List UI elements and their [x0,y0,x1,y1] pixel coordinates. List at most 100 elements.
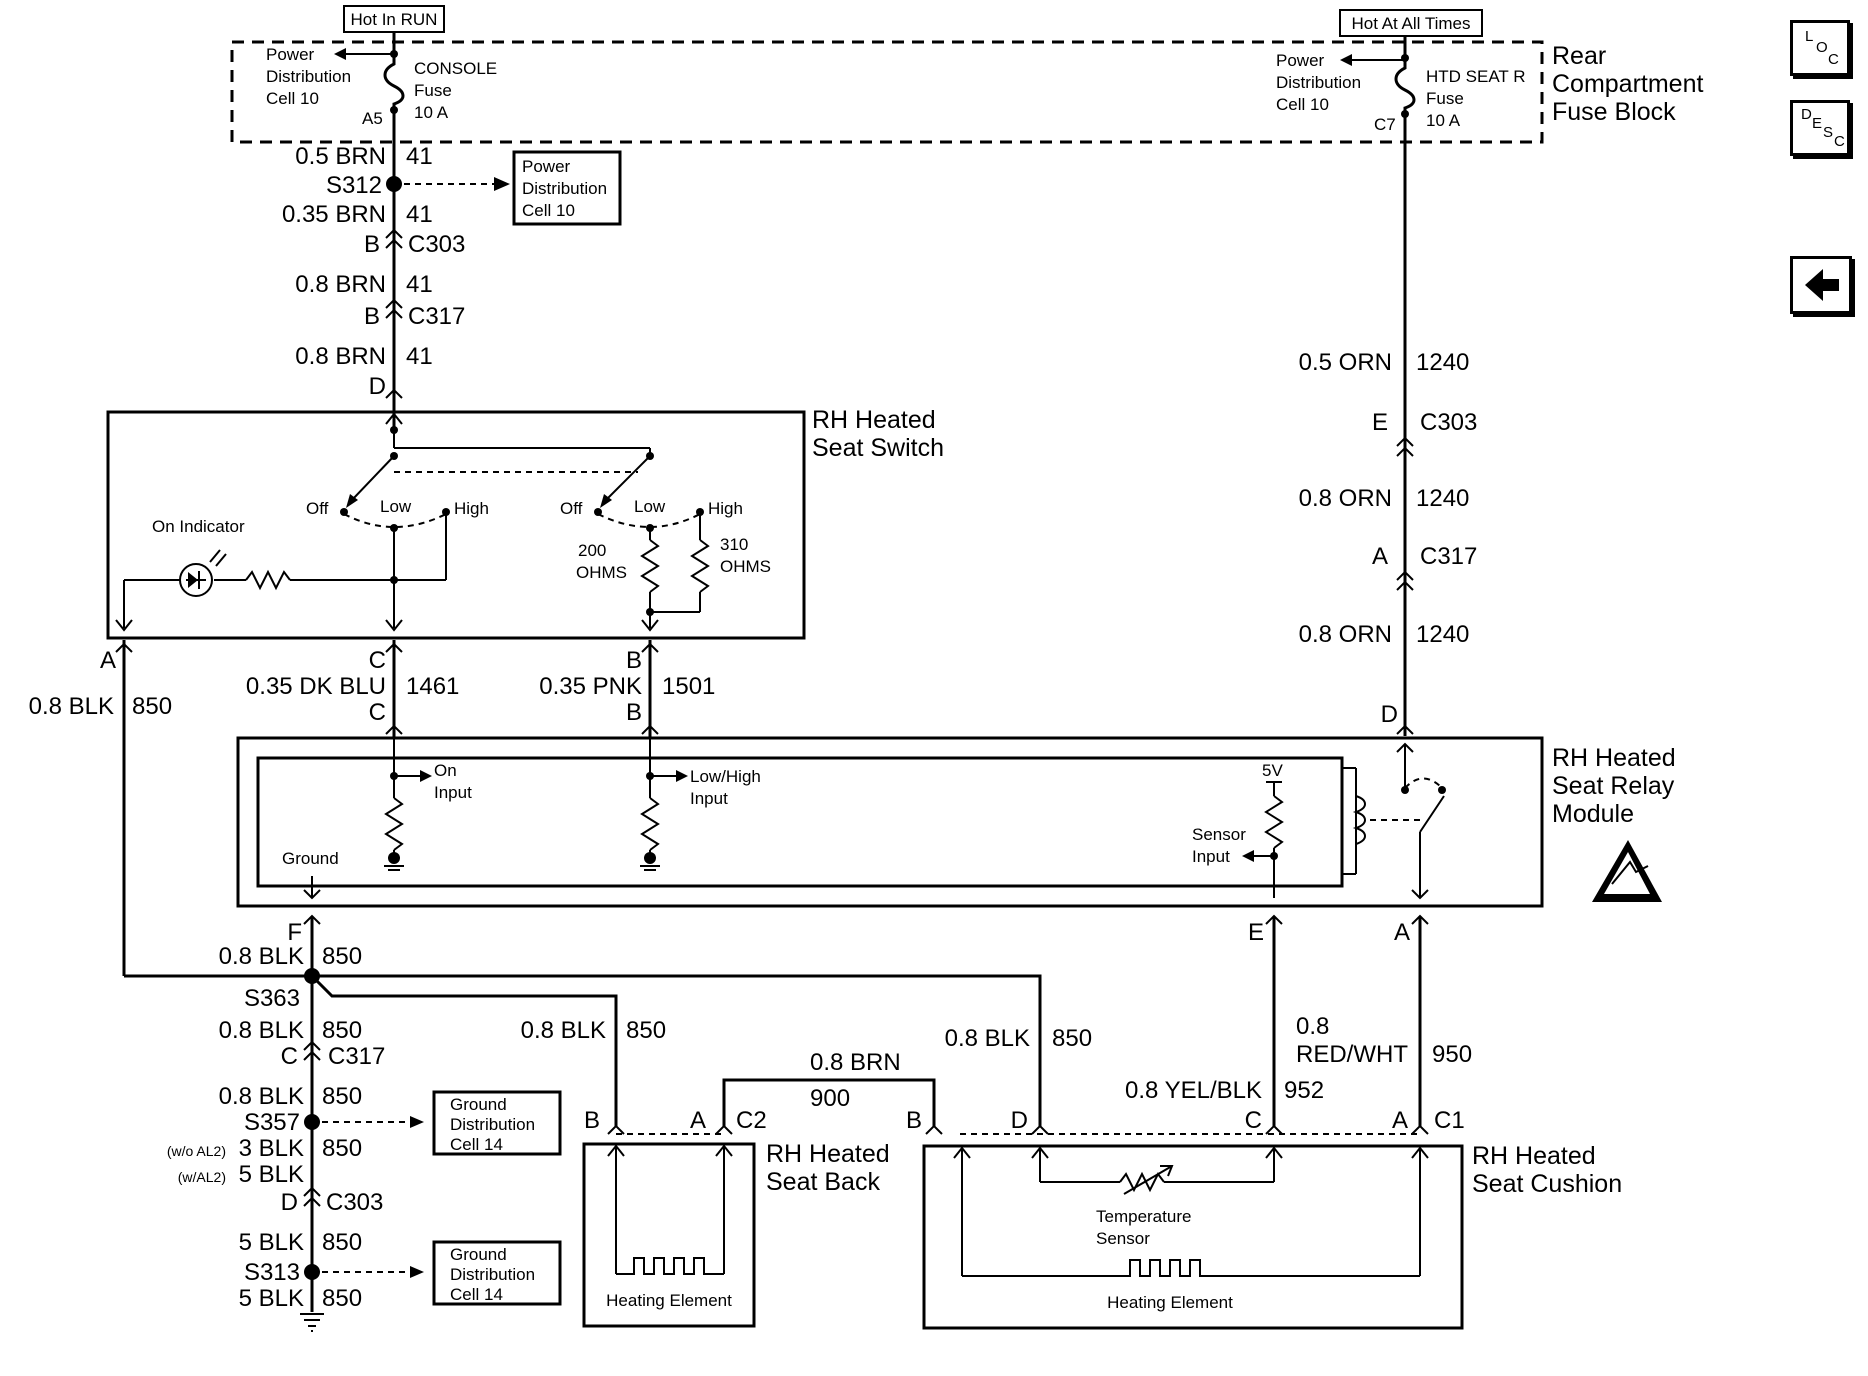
svg-text:Ground: Ground [450,1095,507,1114]
switch2-off-label: Off [560,499,583,518]
seatback-pin-b: B [584,1107,600,1134]
ground-gauge-3: 0.8 BLK [219,1083,304,1110]
switch-pin-c: C [369,647,386,674]
gd-cell14-label-2: Ground Distribution Cell 14 [450,1245,535,1304]
svg-text:CONSOLE: CONSOLE [414,59,497,78]
svg-text:200: 200 [578,541,606,560]
svg-text:Compartment: Compartment [1552,70,1703,98]
c303-pin-d: D [281,1189,298,1216]
hot-in-run-label: Hot In RUN [351,10,438,29]
s357-splice [304,1114,320,1130]
module-pin-a: A [1394,919,1410,946]
ground-circuit-4: 850 [322,1229,362,1256]
wire-41-circuit-1: 41 [406,143,433,170]
s363-label: S363 [244,985,300,1012]
cushion-pin-a: A [1392,1107,1408,1134]
svg-text:Seat Switch: Seat Switch [812,434,944,462]
s313-label: S313 [244,1259,300,1286]
wire-41-gauge-2: 0.35 BRN [282,201,386,228]
wire-950-circuit: 950 [1432,1041,1472,1068]
wire-900 [722,1078,936,1126]
c317-label-right: C317 [1420,543,1477,570]
relay-module-inner-box [256,756,1344,888]
ground-gauge-wo: 3 BLK [239,1135,304,1162]
seatback-blk-circuit: 850 [626,1017,666,1044]
desc-letter-d: D [1801,106,1812,123]
on-input-label: On Input [434,761,472,802]
sensor-input-label: Sensor Input [1192,825,1246,866]
ground-circuit-1: 850 [322,943,362,970]
gd-cell14-label-1: Ground Distribution Cell 14 [450,1095,535,1154]
c303-label-right: C303 [1420,409,1477,436]
cushion-blk-circuit: 850 [1052,1025,1092,1052]
svg-text:Sensor: Sensor [1192,825,1246,844]
desc-letter-e: E [1812,115,1823,132]
wire-1240-gauge-3: 0.8 ORN [1299,621,1392,648]
ground-gauge-1: 0.8 BLK [219,943,304,970]
pd-left-label: Power Distribution Cell 10 [266,45,351,108]
wire-41-circuit-2: 41 [406,201,433,228]
seatback-heating-element-icon [616,1257,724,1275]
ground-gauge-2: 0.8 BLK [219,1017,304,1044]
svg-text:10 A: 10 A [414,103,449,122]
svg-text:Seat Back: Seat Back [766,1168,880,1196]
module-pin-c: C [369,699,386,726]
svg-text:Seat Relay: Seat Relay [1552,772,1675,800]
seat-switch-name: RH Heated Seat Switch [812,406,944,462]
desc-letter-s: S [1823,124,1834,141]
wire-1240-gauge-1: 0.5 ORN [1299,349,1392,376]
s357-label: S357 [244,1109,300,1136]
loc-button[interactable]: L O C [1790,20,1850,76]
svg-text:Low/High: Low/High [690,767,761,786]
resistor-310-ohms [690,539,710,593]
svg-text:Input: Input [690,789,728,808]
svg-text:On: On [434,761,457,780]
switch1-off-label: Off [306,499,329,518]
wire-41-gauge-4: 0.8 BRN [295,343,386,370]
switch2-low-label: Low [634,497,666,516]
svg-text:Distribution: Distribution [1276,73,1361,92]
r200-label: 200 OHMS [576,541,627,582]
s312-splice [386,176,402,192]
w-al2-label: (w/AL2) [178,1169,226,1185]
wire-1240-circuit-1: 1240 [1416,349,1469,376]
svg-text:Distribution: Distribution [450,1265,535,1284]
c317-label-left: C317 [408,303,465,330]
c317-pin-b: B [364,303,380,330]
svg-text:RH Heated: RH Heated [1552,744,1676,772]
c303-pin-b: B [364,231,380,258]
switch2-high-label: High [708,499,743,518]
gd-cell14-box-1 [432,1090,562,1156]
resistor-200-ohms [640,539,660,593]
pd-cell10-box [512,150,622,226]
svg-text:Cell 10: Cell 10 [1276,95,1329,114]
indicator-resistor [245,569,291,591]
c303-label-left: C303 [408,231,465,258]
cushion-pin-d: D [1011,1107,1028,1134]
wire-850-gauge: 0.8 BLK [29,693,114,720]
wire-1240-gauge-2: 0.8 ORN [1299,485,1392,512]
chassis-ground-icon [300,1313,324,1332]
relay-module-name: RH Heated Seat Relay Module [1552,744,1676,828]
s313-splice [304,1264,320,1280]
module-pin-b: B [626,699,642,726]
c7-label: C7 [1374,115,1396,134]
c317-pin-c: C [281,1043,298,1070]
desc-letter-c: C [1834,133,1845,150]
svg-text:Module: Module [1552,800,1634,828]
back-button[interactable] [1790,256,1852,314]
wire-1461-circuit: 1461 [406,673,459,700]
ground-circuit-5: 850 [322,1285,362,1312]
a5-label: A5 [362,109,383,128]
wire-952-circuit: 952 [1284,1077,1324,1104]
svg-text:0.8: 0.8 [1296,1013,1329,1040]
cushion-heating-element-label: Heating Element [1107,1293,1233,1312]
wire-850-circuit: 850 [132,693,172,720]
desc-button[interactable]: D E S C [1790,100,1850,156]
wire-950-gauge: 0.8 RED/WHT [1296,1013,1408,1068]
htd-seat-fuse-label: HTD SEAT R Fuse 10 A [1426,67,1526,130]
svg-text:Power: Power [266,45,315,64]
cushion-blk-gauge: 0.8 BLK [945,1025,1030,1052]
ground-gauge-5: 5 BLK [239,1285,304,1312]
switch1-high-label: High [454,499,489,518]
